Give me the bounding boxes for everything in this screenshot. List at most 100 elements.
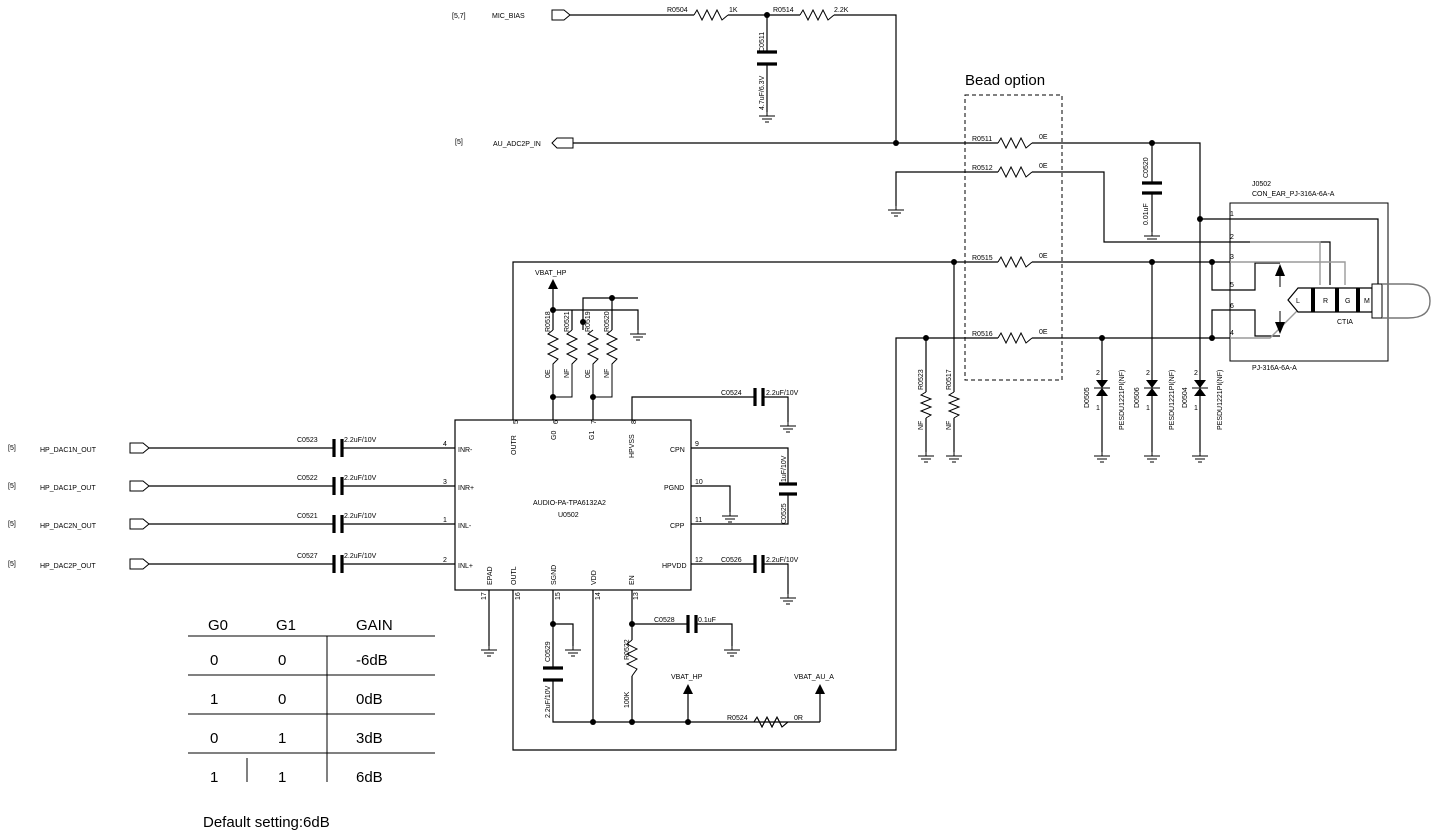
ic-pin-name-outl: OUTL <box>511 566 518 585</box>
capacitor-c0511 <box>757 50 777 66</box>
wire-ic-bottom <box>552 590 820 723</box>
resistor-r0517-ref: R0517 <box>946 369 953 390</box>
ground-icon <box>758 111 776 123</box>
capacitor-c0526-ref: C0526 <box>721 557 742 564</box>
jack-standard: CTIA <box>1337 319 1353 326</box>
gain-table-cell: 0 <box>278 691 286 708</box>
resistor-r0521 <box>553 329 579 398</box>
resistor-r0518-value: 0E <box>545 369 552 378</box>
ic-pin-name-epad: EPAD <box>487 566 494 585</box>
resistor-r0524-value: 0R <box>794 715 803 722</box>
resistor-r0512-value: 0E <box>1039 163 1048 170</box>
gain-table-header-g0: G0 <box>208 617 228 634</box>
net-label-hp-dac2n: HP_DAC2N_OUT <box>40 523 97 530</box>
ic-pin-name-hpvss: HPVSS <box>629 434 636 458</box>
ic-pin-num-hpvdd: 12 <box>695 557 703 564</box>
diode-d0505 <box>1094 338 1110 452</box>
ring-label-l: L <box>1296 298 1300 305</box>
ic-pin-num-sgnd: 15 <box>555 592 562 600</box>
gain-table-cell: 6dB <box>356 769 383 786</box>
ic-pin-num-inln: 1 <box>443 517 447 524</box>
arrow-down-icon <box>1275 322 1285 334</box>
power-arrow-icon <box>683 684 693 694</box>
gain-table-cell: 3dB <box>356 730 383 747</box>
net-label-hp-dac1n: HP_DAC1N_OUT <box>40 447 97 454</box>
gain-table <box>188 635 435 782</box>
jack-pin2-wire <box>1250 241 1321 285</box>
ic-pin-name-hpvdd: HPVDD <box>662 563 687 570</box>
net-label-mic-bias: MIC_BIAS <box>492 13 525 20</box>
resistor-r0519-value: 0E <box>585 369 592 378</box>
resistor-r0504-value: 1K <box>729 7 738 14</box>
ic-pin-name-inrn: INR- <box>458 447 473 454</box>
jack-bottom-label: PJ-316A-6A-A <box>1252 365 1297 372</box>
junction-dot <box>550 621 556 627</box>
resistor-r0521-ref: R0521 <box>564 311 571 332</box>
capacitor-c0528-ref: C0528 <box>654 617 675 624</box>
ic-pin-num-vdd: 14 <box>595 592 602 600</box>
ic-pin-num-g1: 7 <box>591 420 598 424</box>
capacitor-c0511-ref: C0511 <box>759 32 766 52</box>
capacitor-c0520 <box>1142 181 1162 195</box>
jack-pin5-wire <box>1211 262 1280 291</box>
junction-dot <box>629 719 635 725</box>
ic-part: AUDIO-PA-TPA6132A2 <box>533 500 606 507</box>
capacitor-c0523-value: 2.2uF/10V <box>344 437 377 444</box>
net-label-hp-dac2p: HP_DAC2P_OUT <box>40 563 96 570</box>
capacitor-c0525-ref: C0525 <box>781 503 788 524</box>
capacitor-c0522-ref: C0522 <box>297 475 318 482</box>
jack-pin3-wire <box>1230 261 1346 285</box>
ic-pin-name-outr: OUTR <box>511 435 518 455</box>
net-ref-mic-bias: [5,7] <box>452 13 466 20</box>
jack-pin1-wire <box>1230 218 1379 292</box>
resistor-r0516-value: 0E <box>1039 329 1048 336</box>
wire-c0528 <box>632 623 733 646</box>
resistor-r0523-value: NF <box>918 421 925 430</box>
diode-d0506-pin-bot: 1 <box>1146 405 1150 412</box>
ic-pin-name-g0: G0 <box>551 431 558 440</box>
gain-table-header-g1: G1 <box>276 617 296 634</box>
ic-pin-name-cpn: CPN <box>670 447 685 454</box>
resistor-r0522-ref: R0522 <box>624 639 631 660</box>
input-hp-dac1p <box>129 477 455 495</box>
resistor-r0523 <box>919 391 933 419</box>
capacitor-c0529-value: 2.2uF/10V <box>545 685 552 718</box>
resistor-r0524-body <box>753 715 789 729</box>
resistor-r0524-gap <box>754 712 788 718</box>
resistor-r0515-ref: R0515 <box>972 255 993 262</box>
gain-table-cell: 0 <box>210 652 218 669</box>
ic-pin-name-pgnd: PGND <box>664 485 684 492</box>
net-ref-au-adc2p: [5] <box>455 139 463 146</box>
capacitor-c0528-value: 0.1uF <box>698 617 716 624</box>
ground-icon <box>564 645 582 657</box>
jack-pin-4: 4 <box>1230 330 1234 337</box>
ground-icon <box>945 451 963 463</box>
diode-d0505-pin-top: 2 <box>1096 370 1100 377</box>
ic-pin-num-epad: 17 <box>481 592 488 600</box>
power-arrow-icon <box>548 279 558 289</box>
ground-icon <box>723 645 741 657</box>
resistor-r0512-ref: R0512 <box>972 165 993 172</box>
ic-pin-num-inlp: 2 <box>443 557 447 564</box>
ic-pin-num-pgnd: 10 <box>695 479 703 486</box>
diode-d0505-pin-bot: 1 <box>1096 405 1100 412</box>
ic-pin-name-cpp: CPP <box>670 523 685 530</box>
wire-r0515 <box>512 261 1230 420</box>
wire-c0526 <box>691 563 789 594</box>
jack-pin-2: 2 <box>1230 234 1234 241</box>
capacitor-c0527-value: 2.2uF/10V <box>344 553 377 560</box>
ic-ref: U0502 <box>558 512 579 519</box>
ic-u0502-body <box>454 419 692 591</box>
ground-icon <box>480 645 498 657</box>
gain-table-cell: 0 <box>210 730 218 747</box>
capacitor-c0523-ref: C0523 <box>297 437 318 444</box>
wire-gain-vcc <box>552 310 573 330</box>
default-setting-note: Default setting:6dB <box>203 814 330 831</box>
gain-table-header-gain: GAIN <box>356 617 393 634</box>
wire-pgnd <box>691 485 731 512</box>
ic-pin-num-outl: 16 <box>515 592 522 600</box>
jack-pin4-wire <box>1230 309 1299 339</box>
capacitor-c0524-ref: C0524 <box>721 390 742 397</box>
capacitor-c0527-ref: C0527 <box>297 553 318 560</box>
